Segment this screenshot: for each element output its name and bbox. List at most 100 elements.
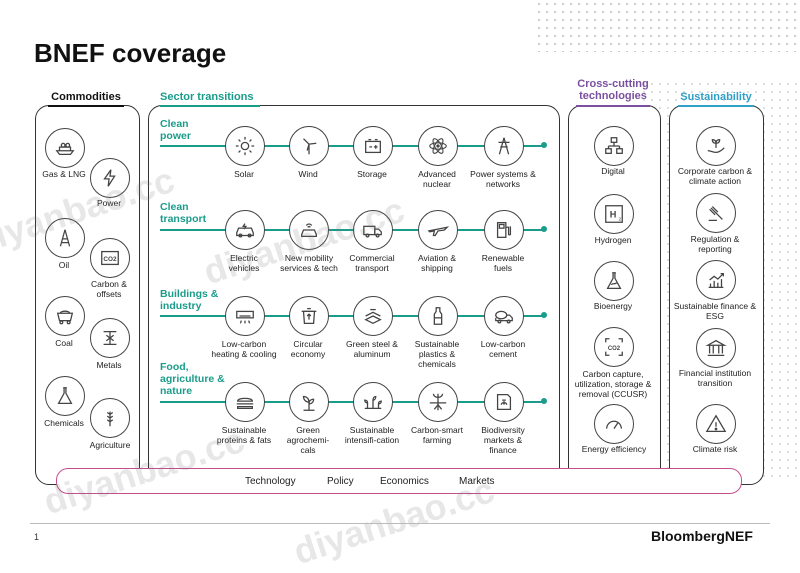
plane-icon [418,210,458,250]
footer-divider [30,523,770,524]
sector-label: Advanced nuclear [418,169,456,189]
lightning-icon [90,158,130,198]
sustainability-label: Corporate carbon & climate action [677,166,753,186]
truck-icon [353,210,393,250]
bar-item-economics: Economics [380,476,429,487]
cross-heading: Cross-cutting technologies [577,78,649,102]
commodity-label: Carbon & offsets [91,279,127,299]
sustainability-heading: Sustainability [680,91,752,103]
sector-label: New mobility services & tech [280,253,338,273]
sector-label: Power systems & networks [470,169,536,189]
cross-underline [576,105,650,107]
row-end-dot [541,312,547,318]
sun-icon [225,126,265,166]
commodity-label: Metals [96,360,122,370]
wheat-icon [90,398,130,438]
sustainability-label: Financial institution transition [678,368,752,388]
recycle-bin-icon [289,296,329,336]
sector-label: Electric vehicles [228,253,260,273]
cross-label: Bioenergy [593,301,633,311]
row-title-buildings-industry: Buildings & industry [160,288,219,312]
commodity-label: Agriculture [89,440,131,450]
sector-label: Aviation & shipping [417,253,457,273]
row-title-food-agriculture: Food, agriculture & nature [160,361,225,397]
gavel-icon [696,193,736,233]
growth-chart-icon [696,260,736,300]
svg-text:CO2: CO2 [608,346,621,352]
co2-icon: CO2 [90,238,130,278]
bottom-bar [56,468,742,494]
network-icon [594,126,634,166]
steel-icon [353,296,393,336]
crops-icon [353,382,393,422]
wind-turbine-icon [289,126,329,166]
sector-label: Green steel & aluminum [346,339,398,359]
burger-icon [225,382,265,422]
sector-label: Sustainable intensifi-cation [344,425,400,445]
sector-label: Circular economy [290,339,326,359]
fuel-pump-icon [484,210,524,250]
sector-label: Wind [298,169,318,179]
bio-flask-icon [594,261,634,301]
connected-car-icon [289,210,329,250]
sectors-underline [160,105,260,107]
row-end-dot [541,398,547,404]
sector-label: Biodiversity markets & finance [481,425,525,455]
cross-label: Energy efficiency [581,444,647,454]
row-line [160,229,544,231]
sustainability-label: Climate risk [692,444,738,454]
commodity-label: Chemicals [44,418,84,428]
biodiversity-icon [484,382,524,422]
page-number: 1 [34,532,40,542]
row-line [160,401,544,403]
sector-label: Commercial transport [349,253,395,273]
warning-icon [696,404,736,444]
oil-rig-icon [45,218,85,258]
commodity-label: Gas & LNG [42,169,86,179]
commodity-label: Power [96,198,122,208]
battery-icon [353,126,393,166]
sustainability-label: Sustainable finance & ESG [673,301,757,321]
co2-capture-icon: CO2 [594,327,634,367]
row-end-dot [541,226,547,232]
commodity-label: Coal [55,338,73,348]
pylon-icon [484,126,524,166]
sector-label: Low-carbon heating & cooling [211,339,277,359]
svg-text:H: H [610,210,617,220]
svg-text:CO2: CO2 [103,256,117,263]
gauge-icon [594,404,634,444]
bloombergnef-logo: BloombergNEF [651,528,753,544]
bottle-icon [418,296,458,336]
commodity-label: Oil [58,260,70,270]
bar-item-policy: Policy [327,476,354,487]
dot-pattern-top [535,0,800,52]
cement-mixer-icon [484,296,524,336]
row-line [160,315,544,317]
cross-label: Digital [601,166,625,176]
bar-item-markets: Markets [459,476,495,487]
flask-icon [45,376,85,416]
ship-icon [45,128,85,168]
sector-label: Low-carbon cement [480,339,526,359]
row-title-clean-transport: Clean transport [160,201,207,225]
hand-plant-icon [696,126,736,166]
sector-label: Sustainable plastics & chemicals [414,339,460,369]
plant-roots-icon [418,382,458,422]
mine-cart-icon [45,296,85,336]
commodities-heading: Commodities [51,91,121,103]
sector-label: Green agrochemi-cals [286,425,330,455]
sustainability-label: Regulation & reporting [690,234,740,254]
sectors-heading: Sector transitions [160,91,254,103]
row-end-dot [541,142,547,148]
seedling-icon [289,382,329,422]
air-conditioner-icon [225,296,265,336]
svg-text:2: 2 [619,216,622,221]
atom-icon [418,126,458,166]
sector-label: Solar [234,169,254,179]
row-line [160,145,544,147]
commodities-underline [48,105,124,107]
steel-beam-icon [90,318,130,358]
sector-label: Storage [357,169,387,179]
page-title: BNEF coverage [34,38,227,68]
